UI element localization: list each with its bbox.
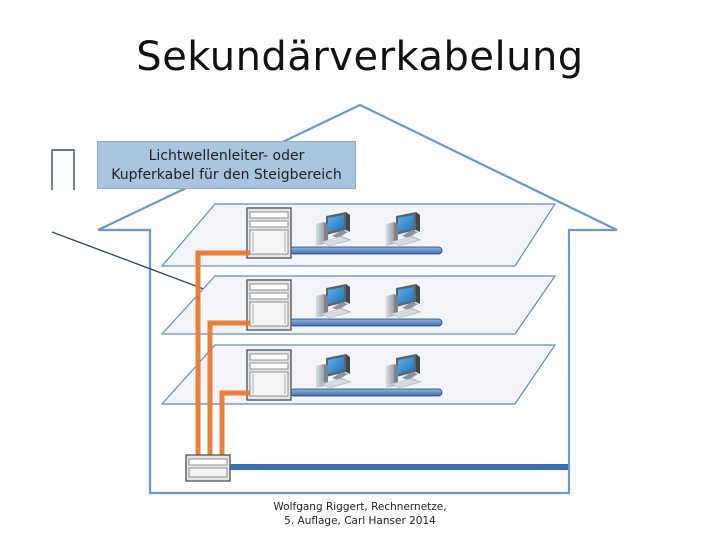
floor-2	[160, 275, 557, 335]
riser-cable-callout: Lichtwellenleiter- oder Kupferkabel für …	[97, 141, 356, 189]
floor-cable	[289, 388, 443, 397]
main-distributor-icon	[185, 454, 231, 482]
ground-backbone-cable	[230, 464, 568, 470]
credit-line-1: Wolfgang Riggert, Rechnernetze,	[273, 501, 447, 513]
credit-line-2: 5. Auflage, Carl Hanser 2014	[284, 515, 436, 527]
house-outline	[97, 103, 618, 495]
ground-floor	[185, 454, 568, 482]
floor-1	[160, 344, 557, 405]
slide-title: Sekundärverkabelung	[136, 34, 584, 80]
floor-3	[160, 203, 557, 267]
floor-cable	[289, 318, 443, 327]
callout-line-2: Kupferkabel für den Steigbereich	[111, 167, 342, 183]
floor-cable	[289, 246, 443, 255]
riser-cables	[195, 250, 250, 457]
source-credit: Wolfgang Riggert, Rechnernetze, 5. Aufla…	[250, 500, 470, 528]
callout-line-1: Lichtwellenleiter- oder	[148, 148, 305, 164]
